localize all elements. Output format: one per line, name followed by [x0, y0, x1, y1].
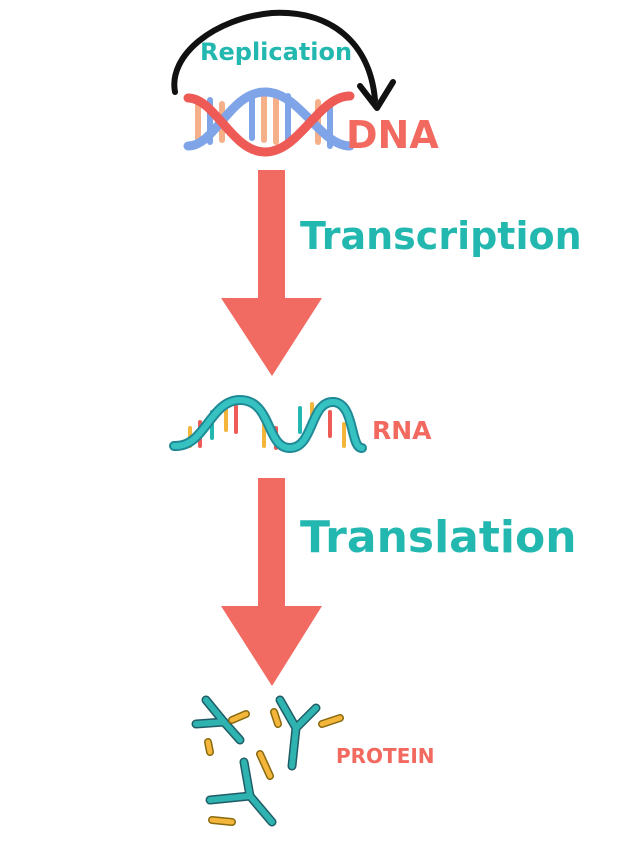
replication-loop-arrow-icon	[171, 9, 396, 111]
protein-label: PROTEIN	[336, 744, 435, 768]
dna-helix-icon	[183, 87, 355, 157]
replication-label: Replication	[200, 38, 353, 66]
translation-arrow	[221, 478, 322, 686]
transcription-label: Transcription	[300, 214, 582, 258]
dna-label: DNA	[346, 113, 439, 157]
rna-label: RNA	[372, 416, 432, 445]
rna-strand-icon	[169, 394, 367, 454]
translation-label: Translation	[300, 512, 577, 563]
antibody-protein-icon	[191, 695, 344, 827]
transcription-arrow	[221, 170, 322, 376]
